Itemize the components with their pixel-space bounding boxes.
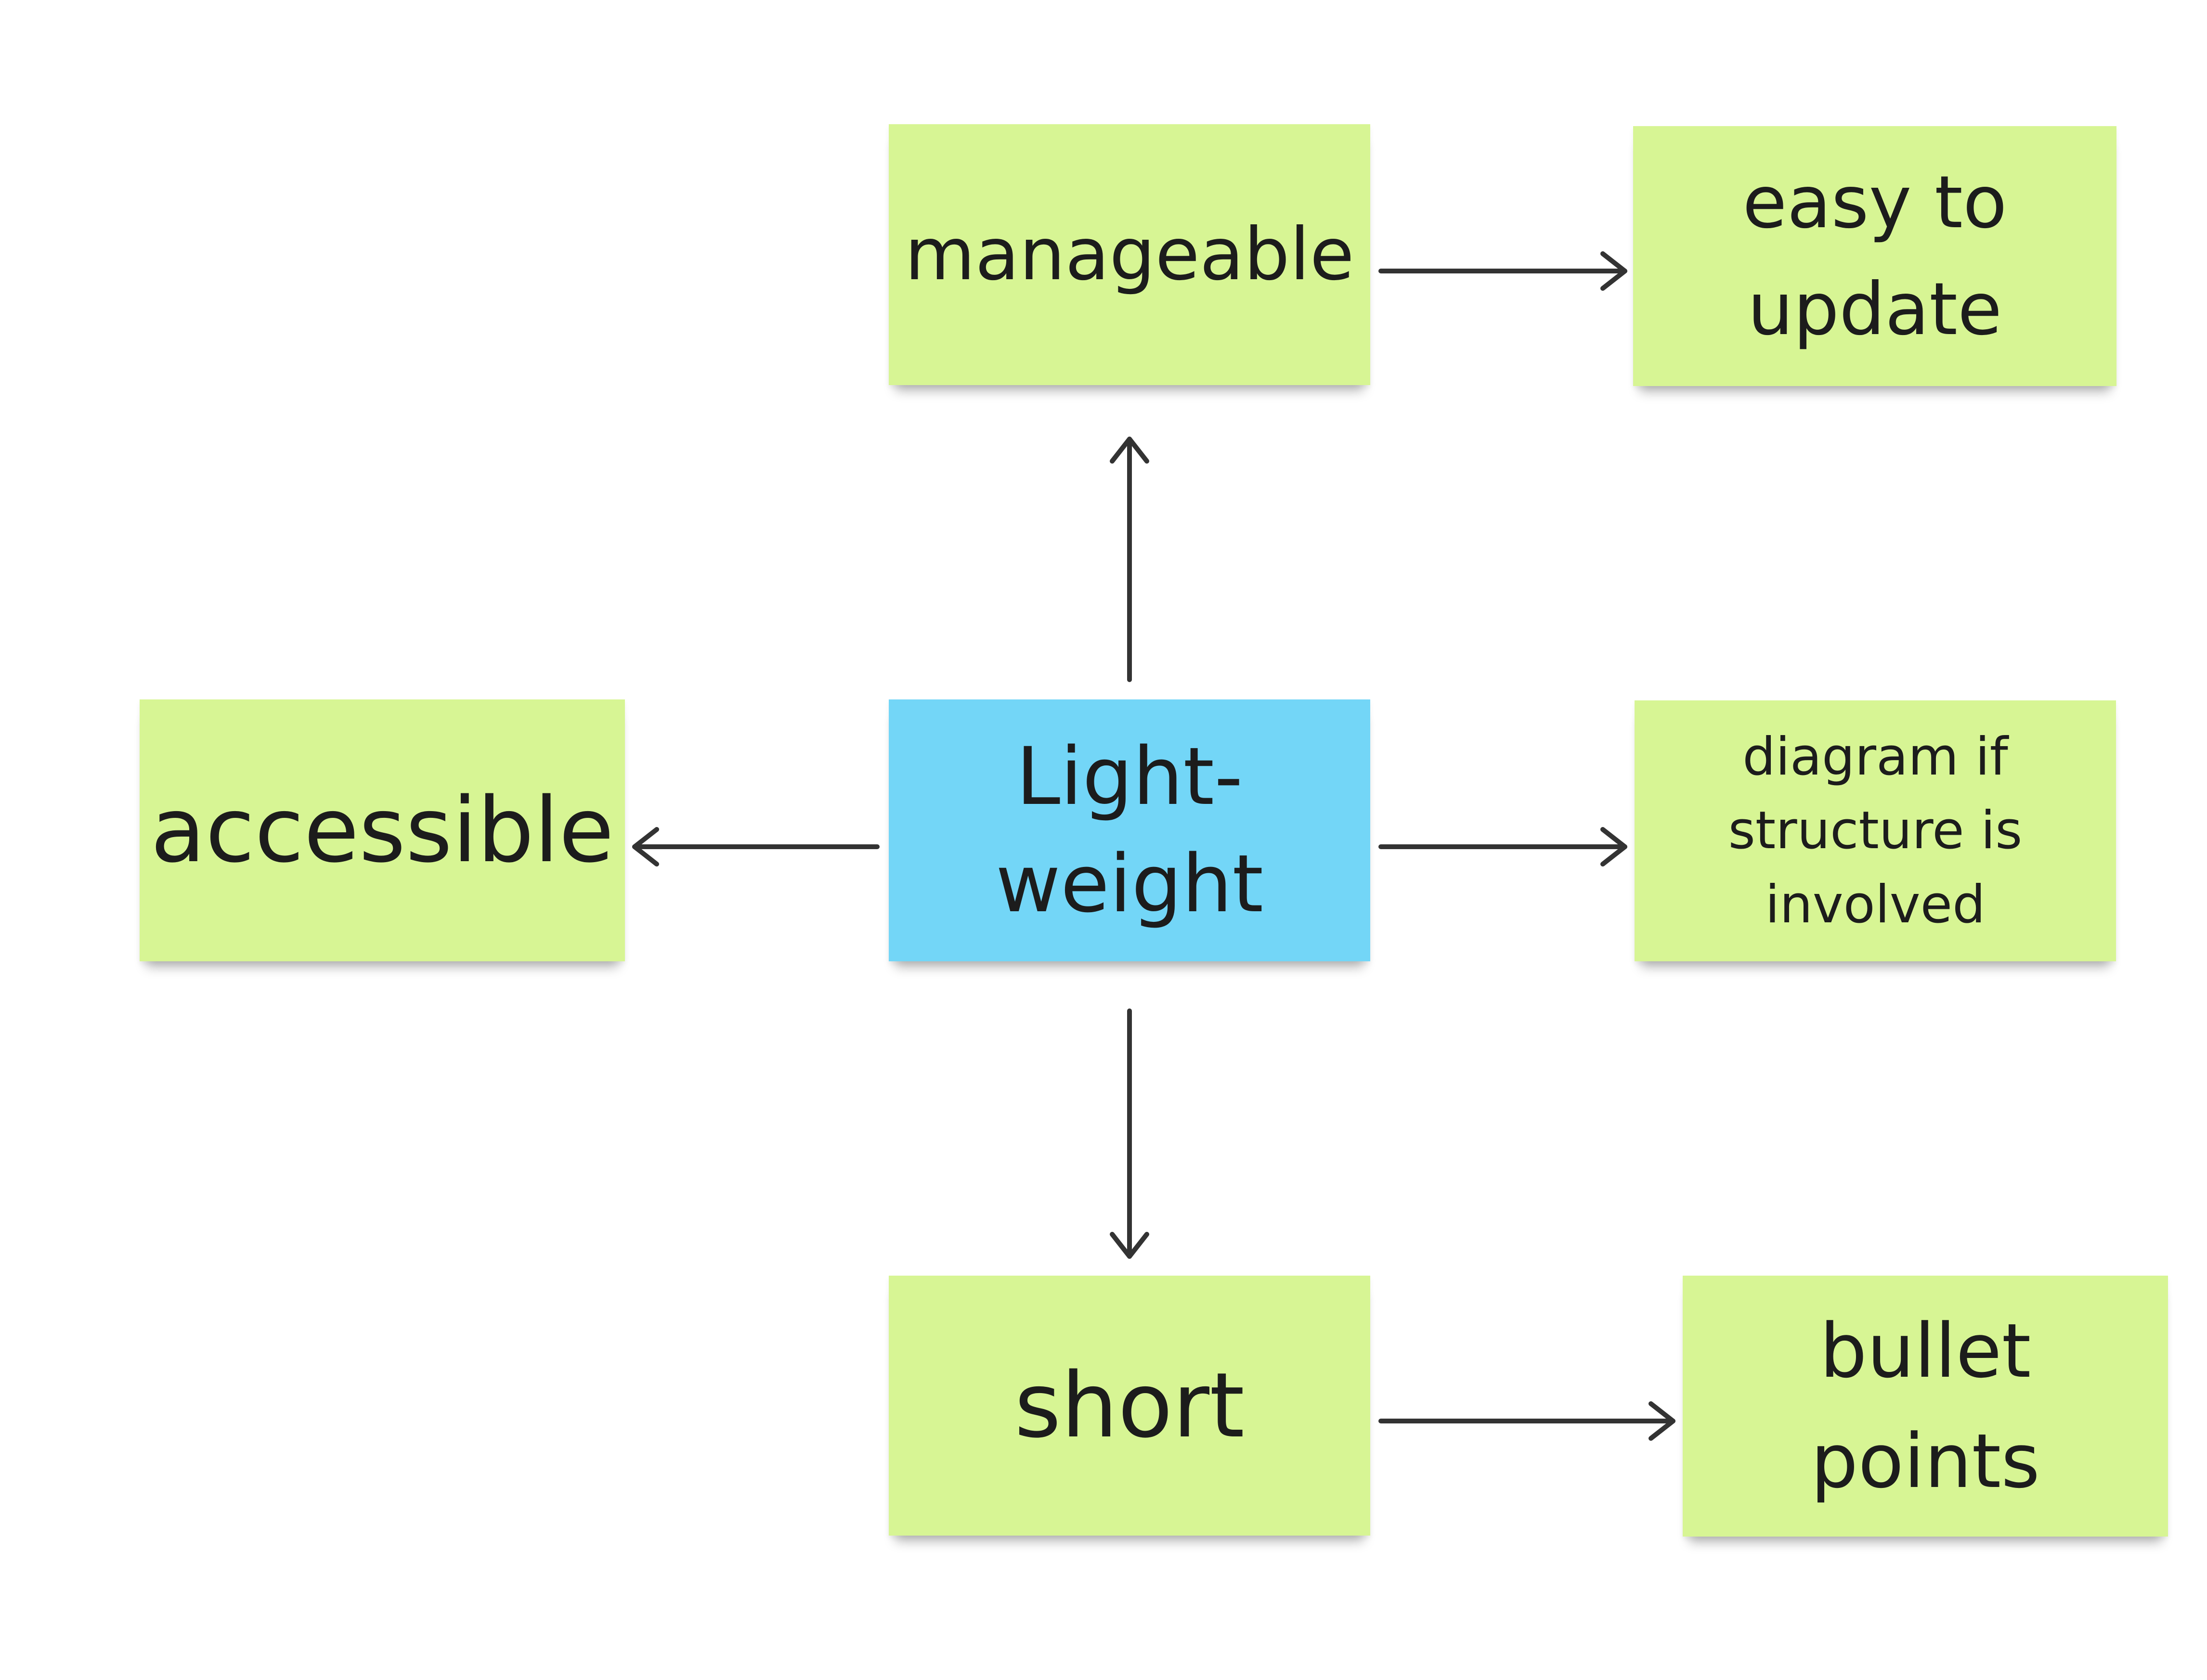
sticky-note-manageable[interactable]: manageable xyxy=(889,124,1370,385)
note-text-line: points xyxy=(1810,1418,2040,1505)
note-text-line: structure is xyxy=(1728,801,2023,861)
note-text-line: accessible xyxy=(150,777,614,882)
note-text-line: bullet xyxy=(1819,1307,2031,1395)
note-text-line: update xyxy=(1747,268,2002,351)
sticky-note-accessible[interactable]: accessible xyxy=(140,699,625,961)
sticky-note-bullet-points[interactable]: bullet points xyxy=(1683,1276,2168,1537)
note-text-line: involved xyxy=(1765,874,1986,935)
arrow-short-to-bullet-points xyxy=(1378,1401,1675,1441)
note-text-line: short xyxy=(1014,1353,1245,1458)
arrow-center-to-short xyxy=(1110,1008,1149,1259)
note-text-line: diagram if xyxy=(1742,726,2008,787)
arrow-center-to-manageable xyxy=(1110,437,1149,682)
sticky-note-easy-to-update[interactable]: easy to update xyxy=(1633,126,2116,386)
note-text-line: weight xyxy=(995,838,1264,930)
sticky-note-lightweight[interactable]: Light- weight xyxy=(889,699,1370,961)
note-text-line: manageable xyxy=(905,212,1354,297)
note-text-line: Light- xyxy=(1016,730,1243,823)
sticky-note-diagram-if-structure[interactable]: diagram if structure is involved xyxy=(1635,700,2116,961)
arrow-manageable-to-easy-to-update xyxy=(1378,251,1627,291)
sticky-note-short[interactable]: short xyxy=(889,1276,1370,1536)
arrow-center-to-accessible xyxy=(632,827,880,866)
arrow-center-to-diagram xyxy=(1378,827,1627,866)
note-text-line: easy to xyxy=(1742,161,2007,245)
